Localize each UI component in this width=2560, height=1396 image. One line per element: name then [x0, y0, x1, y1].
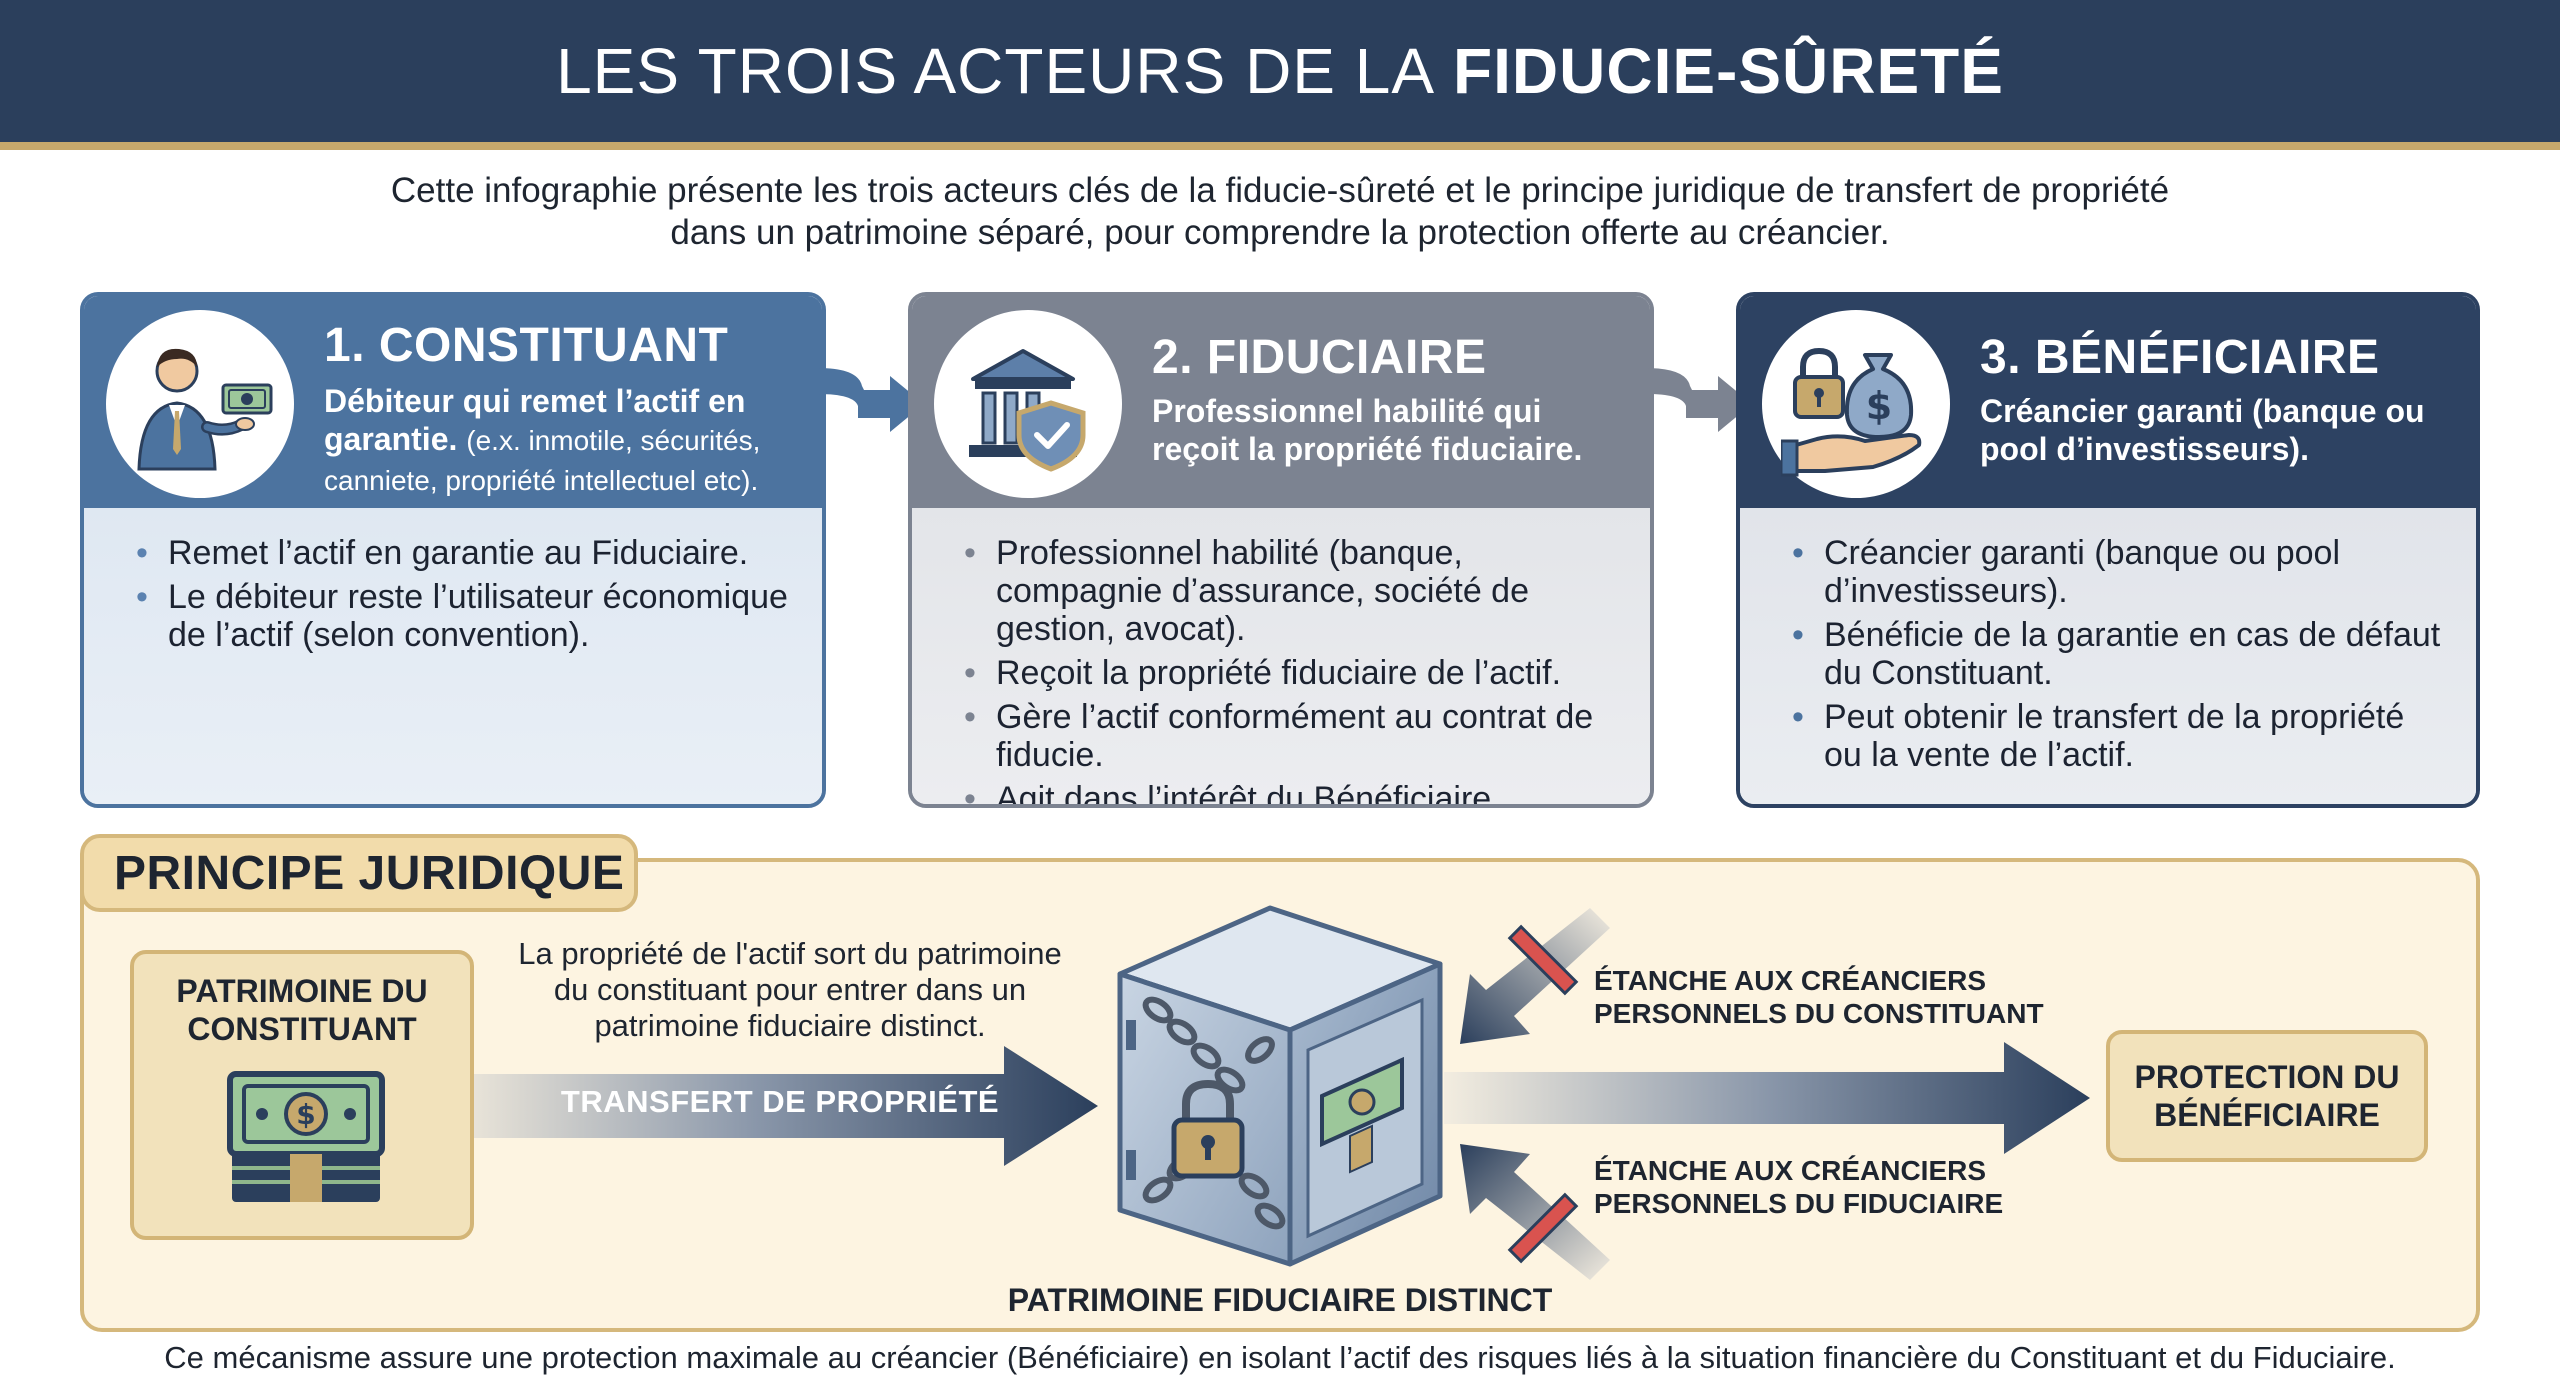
actor-subtitle: Professionnel habilité qui reçoit la pro…	[1152, 392, 1622, 468]
principle-heading: PRINCIPE JURIDIQUE	[80, 834, 638, 912]
shield-text-constituant: ÉTANCHE AUX CRÉANCIERS PERSONNELS DU CON…	[1594, 965, 2044, 1029]
actor-subtitle-bold: Débiteur qui remet l’actif en garantie.	[324, 383, 746, 457]
flow-arrow-1-icon	[818, 368, 924, 432]
actor-bullet: Agit dans l’intérêt du Bénéficiaire.	[960, 780, 1620, 804]
actor-card-body: Créancier garanti (banque ou pool d’inve…	[1740, 508, 2476, 804]
protection-arrow-icon	[1444, 1042, 2090, 1154]
vault-safe-icon	[1117, 905, 1443, 1267]
flow-arrow-2-icon	[1646, 368, 1752, 432]
blocked-arrow-bottom-icon	[1460, 1144, 1610, 1280]
header-bar	[0, 0, 2560, 142]
source-patrimony-label: PATRIMOINE DU CONSTITUANT	[176, 973, 428, 1047]
actor-bullet: Peut obtenir le transfert de la propriét…	[1788, 698, 2446, 774]
actor-bullets: Remet l’actif en garantie au Fiduciaire.…	[132, 534, 792, 660]
intro-line-1: Cette infographie présente les trois act…	[390, 171, 2170, 210]
actor-card-beneficiaire: $ 3. BÉNÉFICIAIRE Créancier garanti (ban…	[1736, 292, 2480, 808]
actor-bullet: Remet l’actif en garantie au Fiduciaire.	[132, 534, 792, 572]
actor-subtitle: Créancier garanti (banque ou pool d’inve…	[1980, 392, 2450, 468]
actor-subtitle: Débiteur qui remet l’actif en garantie. …	[324, 382, 794, 500]
actor-bullet: Gère l’actif conformément au contrat de …	[960, 698, 1620, 774]
cash-stack-icon: $	[224, 1068, 388, 1212]
intro-line-2: dans un patrimoine séparé, pour comprend…	[670, 213, 1890, 252]
actor-bullet: Créancier garanti (banque ou pool d’inve…	[1788, 534, 2446, 610]
source-patrimony-box: PATRIMOINE DU CONSTITUANT $	[130, 950, 474, 1240]
header-gold-rule	[0, 142, 2560, 150]
blocked-arrow-top-icon	[1460, 908, 1610, 1044]
page-title: LES TROIS ACTEURS DE LA FIDUCIE-SÛRETÉ	[0, 0, 2560, 142]
actor-title: 3. BÉNÉFICIAIRE	[1980, 331, 2380, 384]
footer-note: Ce mécanisme assure une protection maxim…	[164, 1340, 2396, 1375]
page-title-bold: FIDUCIE-SÛRETÉ	[1453, 35, 2004, 107]
actor-bullets: Professionnel habilité (banque, compagni…	[960, 534, 1620, 804]
actor-bullet: Le débiteur reste l’utilisateur économiq…	[132, 578, 792, 654]
protection-label: PROTECTION DU BÉNÉFICIAIRE	[2134, 1059, 2400, 1133]
shield-text-fiduciaire: ÉTANCHE AUX CRÉANCIERS PERSONNELS DU FID…	[1594, 1155, 2004, 1219]
person-money-icon	[106, 310, 294, 498]
actor-bullet: Professionnel habilité (banque, compagni…	[960, 534, 1620, 648]
actor-card-fiduciaire: 2. FIDUCIAIRE Professionnel habilité qui…	[908, 292, 1654, 808]
actor-subtitle-examples: (e.x. inmotile, sécurités, canniete, pro…	[324, 425, 761, 496]
page-title-light: LES TROIS ACTEURS DE LA	[556, 35, 1436, 107]
protection-box: PROTECTION DU BÉNÉFICIAIRE	[2106, 1030, 2428, 1162]
actor-title: 1. CONSTITUANT	[324, 319, 729, 372]
actor-card-header: 1. CONSTITUANT Débiteur qui remet l’acti…	[84, 296, 822, 508]
transfer-arrow-icon	[474, 1046, 1098, 1166]
intro-text: Cette infographie présente les trois act…	[200, 170, 2360, 254]
actor-card-header: $ 3. BÉNÉFICIAIRE Créancier garanti (ban…	[1740, 296, 2476, 508]
actor-bullets: Créancier garanti (banque ou pool d’inve…	[1788, 534, 2446, 780]
transfer-caption: La propriété de l'actif sort du patrimoi…	[518, 936, 1062, 1043]
svg-text:$: $	[1866, 384, 1892, 428]
actor-bullet: Reçoit la propriété fiduciaire de l’acti…	[960, 654, 1620, 692]
actor-card-constituant: 1. CONSTITUANT Débiteur qui remet l’acti…	[80, 292, 826, 808]
actor-subtitle-bold: Créancier garanti (banque ou pool d’inve…	[1980, 393, 2425, 467]
actor-bullet: Bénéficie de la garantie en cas de défau…	[1788, 616, 2446, 692]
actor-card-header: 2. FIDUCIAIRE Professionnel habilité qui…	[912, 296, 1650, 508]
hand-moneybag-icon: $	[1762, 310, 1950, 498]
svg-text:$: $	[296, 1098, 315, 1131]
safe-label: PATRIMOINE FIDUCIAIRE DISTINCT	[1007, 1282, 1553, 1318]
actor-card-body: Remet l’actif en garantie au Fiduciaire.…	[84, 508, 822, 804]
bank-shield-icon	[934, 310, 1122, 498]
actor-card-body: Professionnel habilité (banque, compagni…	[912, 508, 1650, 804]
actor-title: 2. FIDUCIAIRE	[1152, 331, 1487, 384]
transfer-label: TRANSFERT DE PROPRIÉTÉ	[560, 1084, 1000, 1119]
actor-subtitle-bold: Professionnel habilité qui reçoit la pro…	[1152, 393, 1583, 467]
